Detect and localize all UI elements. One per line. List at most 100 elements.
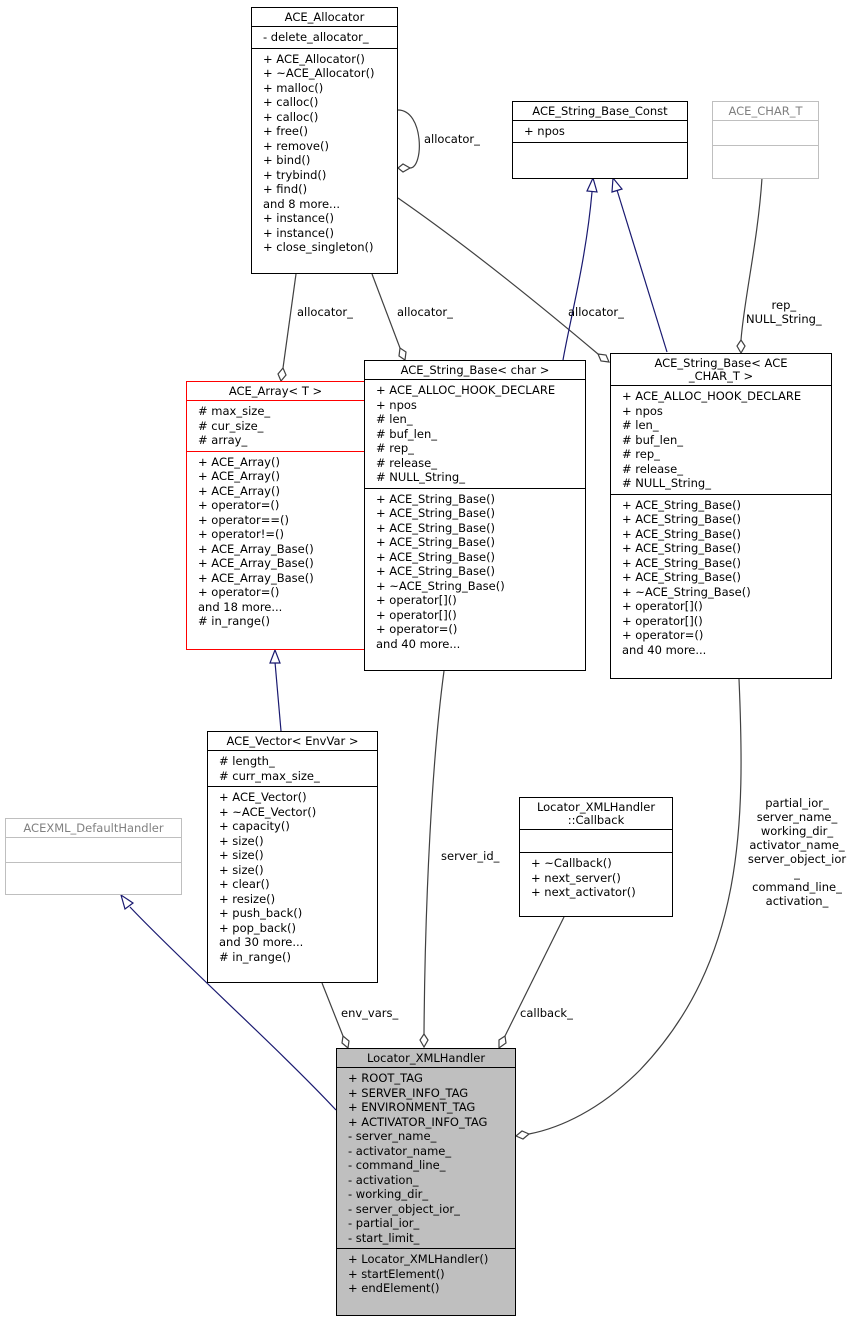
member-entry: # buf_len_	[376, 426, 437, 441]
member-entry: # NULL_String_	[376, 470, 465, 484]
member-entry: + operator=()	[622, 628, 704, 642]
node-locator-xmlhandler[interactable]: Locator_XMLHandler + ROOT_TAG+ SERVER_IN…	[336, 1048, 516, 1316]
member-entry: + ~ACE_String_Base()	[622, 584, 751, 599]
methods-section	[713, 146, 818, 178]
member-entry: + calloc()	[263, 95, 319, 109]
member-entry: + npos	[524, 124, 565, 138]
member-entry: # rep_	[622, 447, 660, 461]
member-entry: + close_singleton()	[263, 240, 374, 254]
member-entry: + malloc()	[263, 80, 324, 95]
member-entry: + ACE_Allocator()	[263, 51, 365, 66]
node-title: Locator_XMLHandler ::Callback	[520, 798, 672, 830]
member-entry: + npos	[622, 403, 663, 418]
attributes-section	[6, 838, 181, 863]
member-entry: + operator[]()	[622, 599, 703, 613]
member-entry: and 8 more...	[263, 196, 341, 211]
label-callback-to-handler: callback_	[520, 1006, 573, 1020]
member-entry: - working_dir_	[348, 1187, 429, 1201]
label-allocator-to-string-ace-char: allocator_	[568, 305, 624, 319]
member-entry: + npos	[376, 397, 417, 412]
member-entry: + ACE_Array()	[198, 469, 280, 483]
node-ace-string-base-ace-char-t[interactable]: ACE_String_Base< ACE _CHAR_T > + ACE_ALL…	[610, 353, 832, 679]
member-entry: # release_	[622, 461, 683, 476]
member-entry: + capacity()	[219, 819, 290, 833]
node-title: ACE_String_Base_Const	[513, 102, 687, 121]
node-title: ACEXML_DefaultHandler	[6, 819, 181, 838]
member-entry: + ACE_String_Base()	[622, 555, 742, 570]
attributes-section	[520, 830, 672, 853]
member-entry: + ACE_Array()	[198, 483, 280, 498]
attributes-section: # max_size_# cur_size_# array_	[187, 401, 364, 452]
member-entry: # len_	[622, 418, 659, 432]
member-entry: + operator==()	[198, 512, 289, 527]
node-acexml-default-handler[interactable]: ACEXML_DefaultHandler	[5, 818, 182, 895]
member-entry: + ACTIVATOR_INFO_TAG	[348, 1114, 488, 1129]
member-entry: # in_range()	[219, 949, 291, 964]
edge-default-handler-to-handler	[129, 906, 337, 1111]
node-ace-array[interactable]: ACE_Array< T > # max_size_# cur_size_# a…	[186, 381, 365, 650]
member-entry: + ~ACE_Allocator()	[263, 66, 375, 80]
member-entry: + push_back()	[219, 906, 303, 920]
arrow-const-to-string-ace-char	[611, 176, 624, 193]
member-entry: + Locator_XMLHandler()	[348, 1252, 489, 1266]
node-ace-vector-envvar[interactable]: ACE_Vector< EnvVar > # length_# curr_max…	[207, 731, 378, 983]
label-vector-to-handler: env_vars_	[341, 1006, 399, 1020]
node-ace-string-base-const[interactable]: ACE_String_Base_Const + npos	[512, 101, 688, 179]
arrow-default-handler-to-handler	[119, 893, 135, 911]
node-ace-allocator[interactable]: ACE_Allocator - delete_allocator_ + ACE_…	[251, 7, 398, 274]
edge-char-t-to-string-ace-char	[740, 177, 763, 341]
member-entry: - server_object_ior_	[348, 1201, 460, 1216]
member-entry: + next_activator()	[531, 885, 636, 899]
member-entry: # curr_max_size_	[219, 768, 320, 783]
arrow-array-to-vector	[269, 648, 281, 664]
edge-callback-to-handler	[504, 916, 565, 1037]
member-entry: + ACE_Array_Base()	[198, 570, 314, 585]
member-entry: + ~ACE_Vector()	[219, 804, 317, 819]
member-entry: + operator!=()	[198, 527, 284, 541]
member-entry: # array_	[198, 433, 248, 447]
node-title: ACE_Array< T >	[187, 382, 364, 401]
attributes-section: + ROOT_TAG+ SERVER_INFO_TAG+ ENVIRONMENT…	[337, 1068, 515, 1249]
node-ace-char-t[interactable]: ACE_CHAR_T	[712, 101, 819, 179]
member-entry: + ACE_String_Base()	[376, 520, 496, 535]
member-entry: + bind()	[263, 153, 311, 167]
member-entry: + ACE_String_Base()	[376, 535, 496, 549]
attributes-section: + ACE_ALLOC_HOOK_DECLARE+ npos# len_# bu…	[611, 386, 831, 495]
diamond-char-t-to-string-ace-char	[736, 338, 746, 355]
member-entry: # max_size_	[198, 404, 271, 418]
member-entry: and 40 more...	[622, 642, 707, 657]
diamond-allocator-to-array	[277, 366, 287, 383]
edge-allocator-to-array	[282, 273, 297, 369]
member-entry: and 40 more...	[376, 636, 461, 651]
member-entry: - activation_	[348, 1172, 419, 1187]
node-ace-string-base-char[interactable]: ACE_String_Base< char > + ACE_ALLOC_HOOK…	[364, 360, 586, 671]
member-entry: # in_range()	[198, 614, 270, 628]
member-entry: - partial_ior_	[348, 1216, 420, 1230]
edge-array-to-vector	[274, 661, 282, 732]
member-entry: + ACE_Array()	[198, 454, 280, 469]
methods-section: + ~Callback()+ next_server()+ next_activ…	[520, 853, 672, 916]
member-entry: + operator[]()	[376, 593, 457, 607]
member-entry: # NULL_String_	[622, 476, 711, 490]
member-entry: + free()	[263, 124, 308, 138]
member-entry: + startElement()	[348, 1266, 445, 1281]
member-entry: + operator=()	[376, 622, 458, 636]
member-entry: - command_line_	[348, 1158, 446, 1172]
member-entry: - start_limit_	[348, 1230, 420, 1245]
label-allocator-to-array: allocator_	[297, 305, 353, 319]
member-entry: # length_	[219, 754, 275, 768]
methods-section: + ACE_String_Base()+ ACE_String_Base()+ …	[611, 495, 831, 679]
edge-allocator-self	[397, 109, 420, 169]
member-entry: + calloc()	[263, 109, 319, 124]
diamond-allocator-to-string-ace-char	[597, 353, 610, 363]
node-title: ACE_String_Base< ACE _CHAR_T >	[611, 354, 831, 386]
member-entry: + trybind()	[263, 167, 327, 182]
member-entry: + ~ACE_String_Base()	[376, 578, 505, 593]
attributes-section: + npos	[513, 121, 687, 143]
attributes-section: # length_# curr_max_size_	[208, 751, 377, 787]
member-entry: # buf_len_	[622, 432, 683, 447]
node-locator-xmlhandler-callback[interactable]: Locator_XMLHandler ::Callback + ~Callbac…	[519, 797, 673, 917]
member-entry: + resize()	[219, 891, 276, 906]
edge-const-to-string-char	[562, 191, 593, 361]
member-entry: + next_server()	[531, 870, 621, 885]
